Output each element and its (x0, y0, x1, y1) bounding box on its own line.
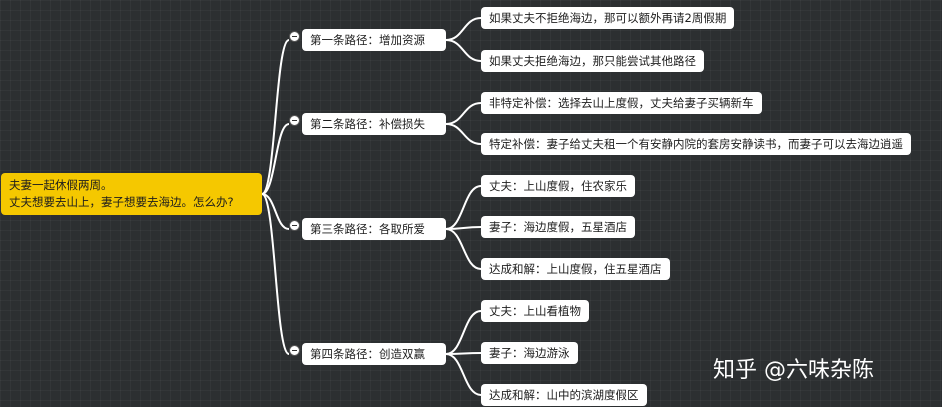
root-to-branch-link (261, 39, 290, 195)
branch-to-leaf-link (445, 185, 482, 230)
branch-to-leaf-link (445, 353, 482, 396)
branch-to-leaf-link (445, 228, 482, 270)
root-to-branch-link (261, 193, 290, 230)
branch-1-subtopic-1[interactable]: 如果丈夫不拒绝海边，那可以额外再请2周假期 (481, 7, 735, 29)
branch-3-subtopic-3[interactable]: 达成和解：上山度假，住五星酒店 (481, 258, 670, 280)
branch-4-subtopic-3[interactable]: 达成和解：山中的滨湖度假区 (481, 384, 647, 406)
branch-3-topic[interactable]: 第三条路径：各取所爱 (302, 218, 446, 240)
branch-3-subtopic-1[interactable]: 丈夫：上山度假，住农家乐 (481, 175, 635, 197)
branch-to-leaf-link (445, 123, 482, 145)
branch-3-subtopic-2[interactable]: 妻子：海边度假，五星酒店 (481, 216, 635, 238)
collapse-icon[interactable] (289, 345, 300, 356)
root-to-branch-link (261, 193, 290, 355)
branch-4-subtopic-1[interactable]: 丈夫：上山看植物 (481, 300, 589, 322)
branch-to-leaf-link (445, 310, 482, 355)
branch-to-leaf-link (445, 352, 482, 355)
root-topic-line-1: 夫妻一起休假两周。 (9, 178, 113, 192)
branch-to-leaf-link (445, 39, 482, 62)
branch-2-topic[interactable]: 第二条路径：补偿损失 (302, 113, 446, 135)
root-topic[interactable]: 夫妻一起休假两周。 丈夫想要去山上，妻子想要去海边。怎么办? (1, 173, 262, 215)
branch-1-topic[interactable]: 第一条路径：增加资源 (302, 29, 446, 51)
branch-4-topic[interactable]: 第四条路径：创造双赢 (302, 343, 446, 365)
branch-1-subtopic-2[interactable]: 如果丈夫拒绝海边，那只能尝试其他路径 (481, 50, 704, 72)
collapse-icon[interactable] (289, 220, 300, 231)
branch-to-leaf-link (445, 102, 482, 125)
collapse-icon[interactable] (289, 31, 300, 42)
branch-2-subtopic-2[interactable]: 特定补偿：妻子给丈夫租一个有安静内院的套房安静读书，而妻子可以去海边逍遥 (481, 133, 911, 155)
watermark: 知乎 @六味杂陈 (713, 358, 874, 383)
branch-to-leaf-link (445, 17, 482, 41)
branch-4-subtopic-2[interactable]: 妻子：海边游泳 (481, 342, 578, 364)
root-to-branch-link (261, 123, 290, 195)
root-topic-line-2: 丈夫想要去山上，妻子想要去海边。怎么办? (9, 195, 234, 209)
branch-2-subtopic-1[interactable]: 非特定补偿：选择去山上度假，丈夫给妻子买辆新车 (481, 92, 762, 114)
collapse-icon[interactable] (289, 115, 300, 126)
